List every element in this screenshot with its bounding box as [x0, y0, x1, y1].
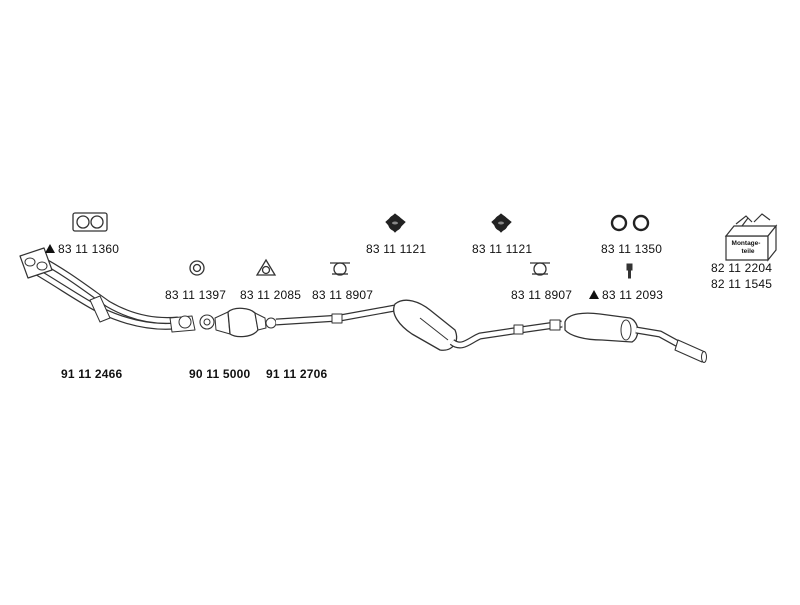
- part-label-triangle-gasket: 83 11 2085: [240, 288, 302, 302]
- part-label-clamp-right: 83 11 8907: [511, 288, 573, 302]
- part-label-mount-left: 83 11 1121: [366, 242, 427, 256]
- part-label-flange-gasket: 83 11 1360: [45, 242, 119, 256]
- part-label-kit-1: 82 11 2204: [711, 261, 773, 275]
- rear-pipe-drawing: [449, 319, 563, 349]
- ring-icon: [189, 260, 205, 276]
- part-label-o-rings: 83 11 1350: [601, 242, 663, 256]
- middle-pipe-drawing: [275, 304, 396, 326]
- part-number: 83 11 2093: [602, 288, 664, 302]
- bolt-icon: [626, 263, 633, 279]
- part-label-mount-right: 83 11 1121: [472, 242, 533, 256]
- middle-muffler-drawing: [393, 299, 458, 351]
- part-label-catalyst: 90 11 5000: [189, 367, 251, 381]
- part-label-kit-2: 82 11 1545: [711, 277, 773, 291]
- o-ring-pair-icon: [610, 214, 650, 232]
- triangle-marker-icon: [45, 244, 55, 253]
- double-ring-gasket-icon: [72, 212, 108, 232]
- u-clamp-icon: [530, 262, 550, 276]
- triangle-gasket-icon: [255, 258, 277, 276]
- mounting-kit-box-icon: Montage- teile: [724, 213, 778, 262]
- u-clamp-icon: [330, 262, 350, 276]
- rubber-mount-icon: [385, 213, 406, 233]
- part-label-front-pipe: 91 11 2466: [61, 367, 123, 381]
- part-label-middle-section: 91 11 2706: [266, 367, 328, 381]
- rubber-mount-icon: [491, 213, 512, 233]
- part-label-clamp-left: 83 11 8907: [312, 288, 374, 302]
- part-number: 83 11 1360: [58, 242, 120, 256]
- triangle-marker-icon: [589, 290, 599, 299]
- mounting-kit-text-1: Montage-: [732, 240, 761, 247]
- mounting-kit-text-2: teile: [741, 248, 754, 255]
- tail-pipe-drawing: [635, 326, 707, 363]
- part-label-bolt: 83 11 2093: [589, 288, 663, 302]
- catalyst-flange-drawing: [199, 314, 215, 330]
- front-pipe-drawing: [19, 247, 196, 333]
- catalyst-drawing: [214, 307, 277, 338]
- exhaust-assembly: [19, 247, 707, 363]
- part-label-ring: 83 11 1397: [165, 288, 227, 302]
- rear-muffler-drawing: [564, 312, 639, 343]
